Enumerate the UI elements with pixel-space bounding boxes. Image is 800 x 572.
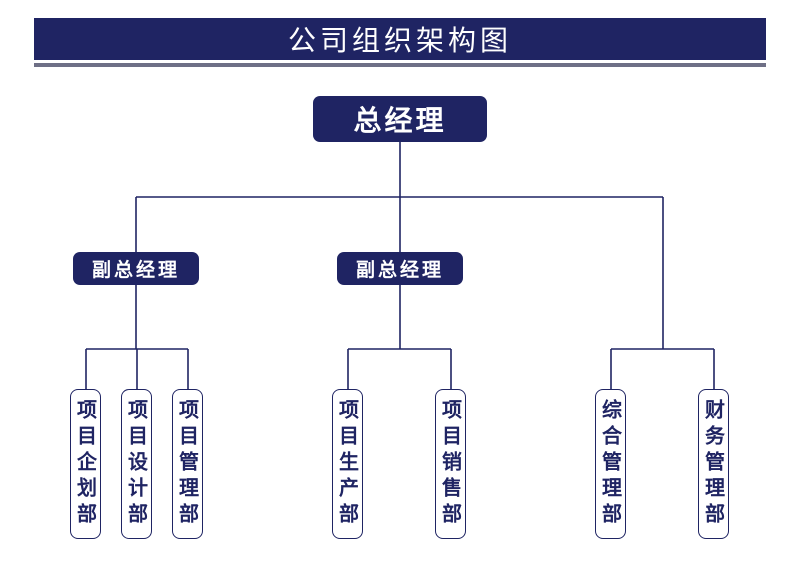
department-label: 项目管理部 xyxy=(175,399,200,529)
department-label: 财务管理部 xyxy=(701,399,726,529)
department-node-sales: 项目销售部 xyxy=(435,389,466,539)
department-node-design: 项目设计部 xyxy=(121,389,152,539)
department-label: 项目设计部 xyxy=(124,399,149,529)
title-underline xyxy=(34,63,766,67)
department-node-finance: 财务管理部 xyxy=(698,389,729,539)
general-manager-node: 总经理 xyxy=(313,96,487,142)
department-label: 综合管理部 xyxy=(598,399,623,529)
department-node-planning: 项目企划部 xyxy=(70,389,101,539)
deputy-manager-node-middle: 副总经理 xyxy=(337,252,463,285)
department-label: 项目企划部 xyxy=(73,399,98,529)
department-node-production: 项目生产部 xyxy=(332,389,363,539)
department-node-general-admin: 综合管理部 xyxy=(595,389,626,539)
department-label: 项目销售部 xyxy=(438,399,463,529)
chart-title: 公司组织架构图 xyxy=(34,18,766,60)
deputy-manager-node-left: 副总经理 xyxy=(73,252,199,285)
department-node-management: 项目管理部 xyxy=(172,389,203,539)
department-label: 项目生产部 xyxy=(335,399,360,529)
